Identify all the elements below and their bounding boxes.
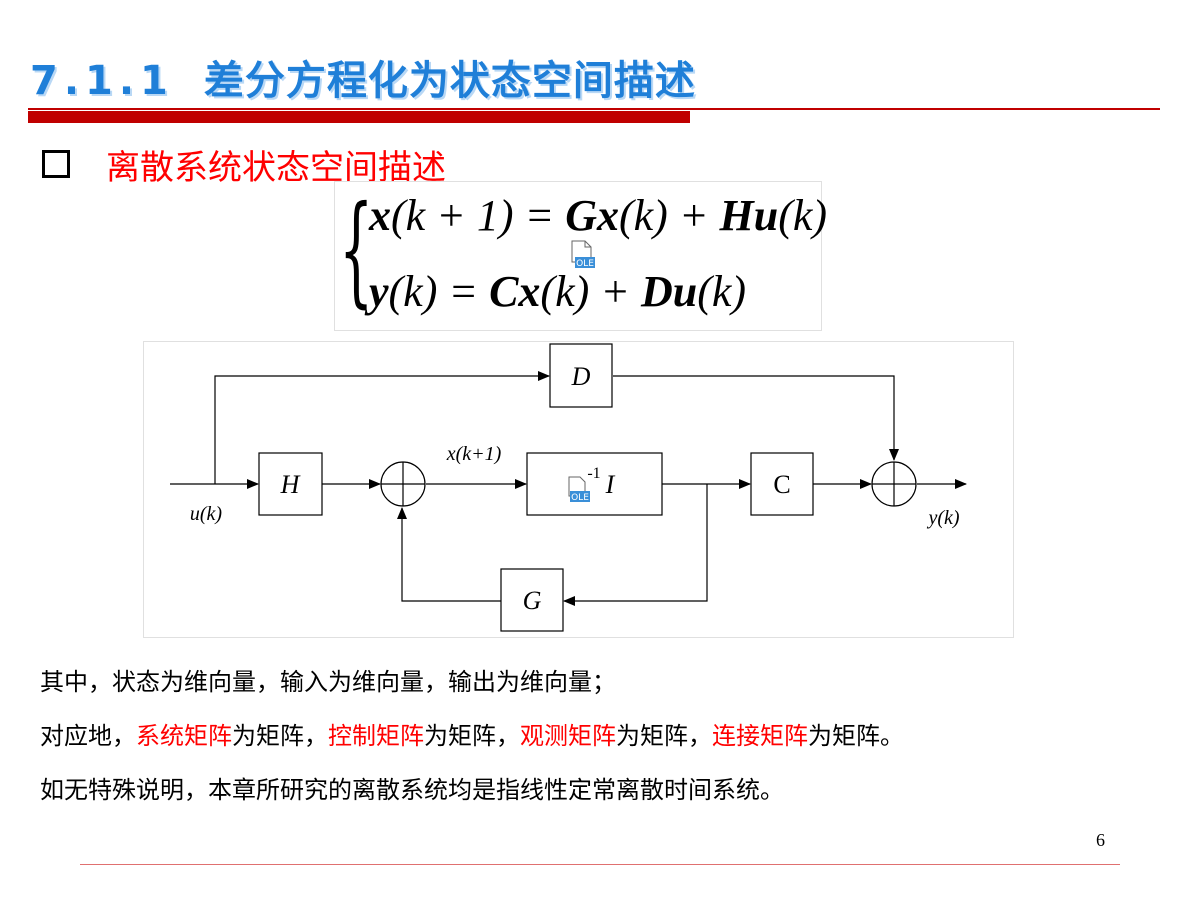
output-label: y(k) — [926, 507, 959, 529]
paragraph-dimensions: 其中，状态为维向量，输入为维向量，输出为维向量； — [40, 668, 616, 696]
slide-title: 7.1.1 差分方程化为状态空间描述 — [30, 48, 696, 106]
c-block — [750, 452, 814, 516]
text-span: 为矩阵。 — [808, 722, 904, 750]
g-block — [500, 568, 564, 632]
eq-symbol: Hu — [719, 191, 779, 240]
delay-block — [526, 452, 663, 516]
text-span: 为矩阵， — [232, 722, 328, 750]
eq-text: (k) + — [619, 191, 720, 240]
eq-text: (k) + — [540, 267, 641, 316]
text-span: 为矩阵， — [616, 722, 712, 750]
paragraph-matrices: 对应地，系统矩阵为矩阵，控制矩阵为矩阵，观测矩阵为矩阵，连接矩阵为矩阵。 — [40, 716, 904, 751]
d-block — [549, 343, 613, 408]
state-equation: x(k + 1) = Gx(k) + Hu(k) — [369, 190, 827, 241]
svg-text:OLE: OLE — [576, 259, 594, 269]
eq-symbol: y — [369, 267, 389, 316]
left-brace-icon: { — [339, 181, 374, 320]
h-block — [258, 452, 323, 516]
highlight-connection-matrix: 连接矩阵 — [712, 722, 808, 750]
highlight-observation-matrix: 观测矩阵 — [520, 722, 616, 750]
eq-symbol: x — [369, 191, 391, 240]
g-to-sum-line — [397, 507, 501, 602]
g-block-label: G — [523, 586, 542, 615]
title-underline — [28, 108, 1160, 110]
eq-symbol: Gx — [565, 191, 619, 240]
output-equation: y(k) = Cx(k) + Du(k) — [369, 266, 746, 317]
title-underline-accent — [28, 111, 690, 123]
eq-text: (k) = — [388, 267, 490, 316]
ole-object-icon[interactable]: OLE — [569, 240, 595, 270]
text-span: 为矩阵， — [424, 722, 520, 750]
state-next-label: x(k+1) — [446, 443, 502, 465]
page-number: 6 — [1096, 830, 1105, 850]
paragraph-note: 如无特殊说明，本章所研究的离散系统均是指线性定常离散时间系统。 — [40, 776, 784, 804]
ole-object-icon[interactable]: OLE — [568, 476, 590, 503]
eq-symbol: Cx — [489, 267, 541, 316]
block-diagram: D H z -1 I C G u(k) y(k) x(k+1) OLE — [143, 341, 1014, 638]
eq-text: (k + 1) = — [391, 191, 566, 240]
h-block-label: H — [280, 470, 301, 499]
delay-block-exponent: -1 — [587, 465, 600, 482]
input-label: u(k) — [190, 503, 223, 525]
title-text: 差分方程化为状态空间描述 — [203, 58, 696, 104]
eq-text: (k) — [778, 191, 828, 240]
text-span: 对应地， — [40, 722, 136, 750]
highlight-system-matrix: 系统矩阵 — [136, 722, 232, 750]
highlight-control-matrix: 控制矩阵 — [328, 722, 424, 750]
svg-text:OLE: OLE — [571, 493, 589, 503]
d-block-label: D — [571, 362, 591, 391]
eq-text: (k) — [697, 267, 747, 316]
state-equations: { x(k + 1) = Gx(k) + Hu(k) y(k) = Cx(k) … — [334, 181, 827, 331]
feedback-line — [563, 484, 708, 606]
d-to-sum-line — [613, 375, 899, 461]
section-number: 7.1.1 — [30, 58, 174, 104]
c-block-label: C — [773, 470, 790, 499]
eq-symbol: Du — [640, 267, 698, 316]
footer-line — [80, 864, 1120, 865]
feedforward-line — [214, 371, 550, 484]
delay-block-i: I — [605, 470, 616, 499]
bullet-square-icon — [42, 149, 70, 178]
